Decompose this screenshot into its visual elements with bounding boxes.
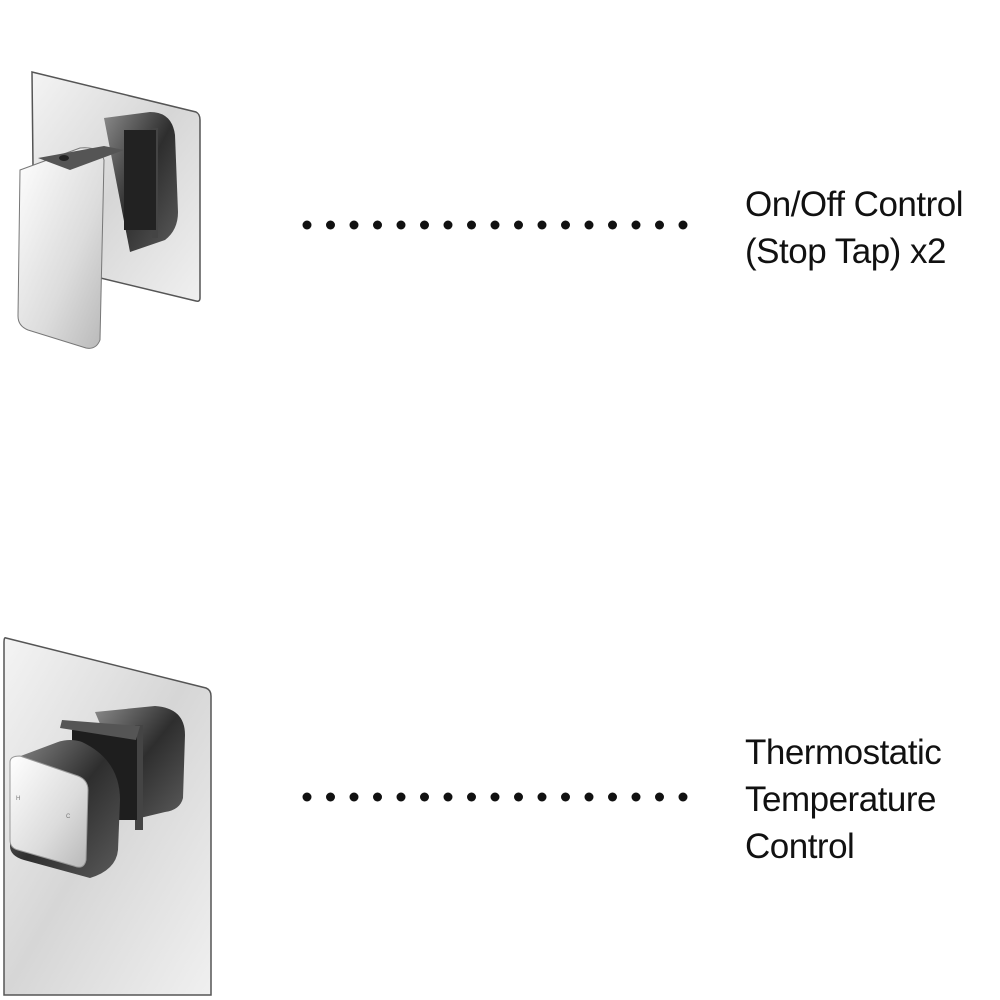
leader-dot xyxy=(326,220,335,230)
label-line: Temperature xyxy=(745,780,936,819)
leader-dot xyxy=(349,792,359,802)
leader-dot xyxy=(608,220,617,230)
leader-dot xyxy=(561,792,570,802)
leader-dot xyxy=(420,792,429,802)
label-line: On/Off Control xyxy=(745,185,964,224)
leader-dot xyxy=(678,792,688,802)
label-line: (Stop Tap) x2 xyxy=(745,232,947,271)
label-line: Thermostatic xyxy=(745,733,942,772)
leader-dot xyxy=(302,220,312,230)
leader-dot xyxy=(490,220,500,230)
thermostatic-illustration: H C xyxy=(3,637,212,996)
leader-dot xyxy=(349,220,359,230)
leader-dot xyxy=(443,220,453,230)
leader-dot xyxy=(678,220,688,230)
leader-dot xyxy=(467,220,476,230)
leader-dot xyxy=(584,792,594,802)
leader-dot xyxy=(326,792,335,802)
leader-dot xyxy=(373,220,382,230)
leader-dot xyxy=(443,792,453,802)
stop-tap-illustration xyxy=(17,71,201,349)
label-thermostatic-control: Thermostatic Temperature Control xyxy=(745,729,942,870)
leader-dot xyxy=(514,220,523,230)
leader-dot xyxy=(396,792,406,802)
label-on-off-control: On/Off Control (Stop Tap) x2 xyxy=(745,181,964,275)
leader-dot xyxy=(420,220,429,230)
leader-dots-stop-tap xyxy=(302,220,688,230)
leader-dot xyxy=(631,220,641,230)
leader-dots-thermostatic xyxy=(302,792,688,802)
leader-dot xyxy=(373,792,382,802)
leader-dot xyxy=(608,792,617,802)
leader-dot xyxy=(655,220,664,230)
label-line: Control xyxy=(745,827,855,866)
cold-marking: C xyxy=(66,814,71,820)
leader-dot xyxy=(537,220,547,230)
leader-dot xyxy=(396,220,406,230)
leader-dot xyxy=(537,792,547,802)
leader-dot xyxy=(302,792,312,802)
leader-dot xyxy=(655,792,664,802)
leader-dot xyxy=(584,220,594,230)
leader-dot xyxy=(561,220,570,230)
leader-dot xyxy=(467,792,476,802)
leader-dot xyxy=(490,792,500,802)
hot-marking: H xyxy=(16,796,20,802)
leader-dot xyxy=(631,792,641,802)
leader-dot xyxy=(514,792,523,802)
